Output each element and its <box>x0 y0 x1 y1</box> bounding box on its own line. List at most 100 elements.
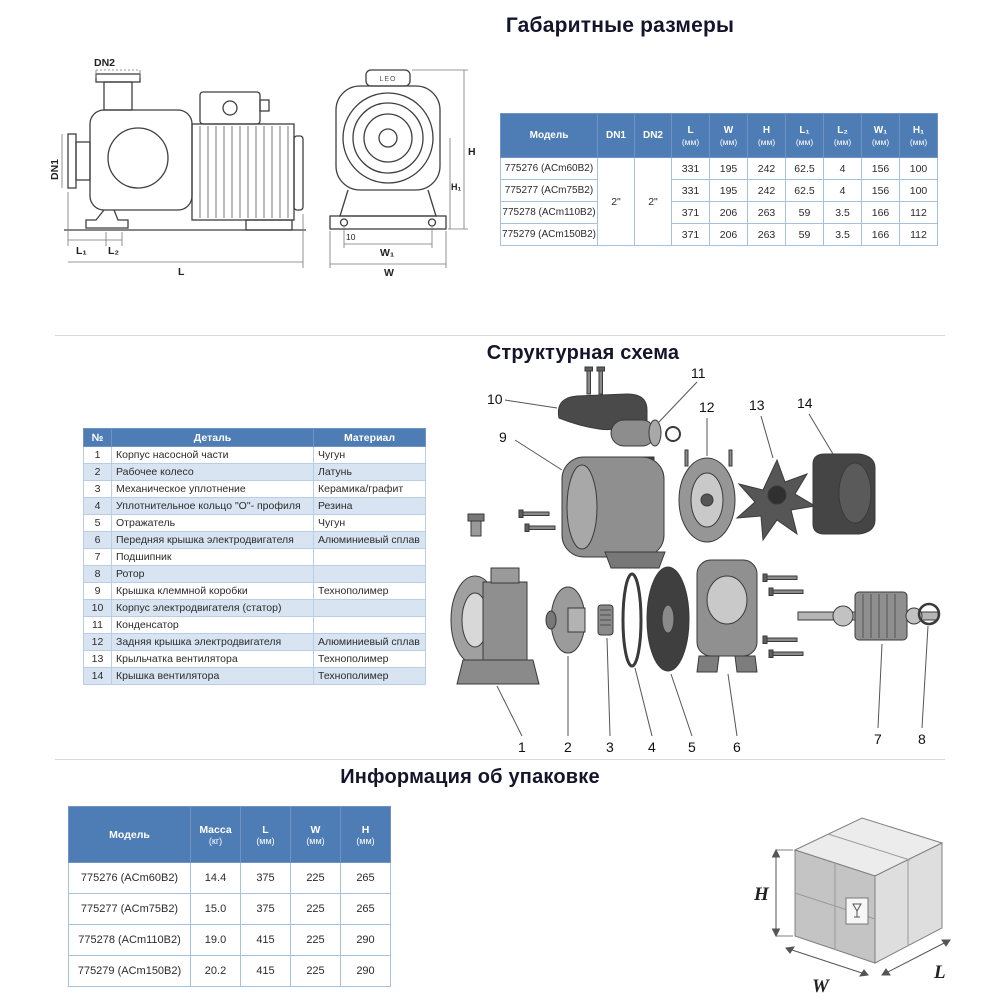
cell: 4 <box>823 179 862 202</box>
cell: 13 <box>83 650 112 668</box>
callout-8: 8 <box>918 731 926 747</box>
table-row: 775277 (ACm75B2) 15.0 375 225 265 <box>68 893 391 925</box>
cell: Рабочее колесо <box>111 463 314 481</box>
cell: 12 <box>83 633 112 651</box>
cell: Крыльчатка вентилятора <box>111 650 314 668</box>
table-row: 775279 (ACm150B2) 371 206 263 59 3.5 166… <box>500 223 938 246</box>
col-unit: (мм) <box>306 835 325 846</box>
dim-label-l1: L₁ <box>76 245 87 257</box>
cell: Технополимер <box>313 650 426 668</box>
cell: 331 <box>671 157 710 180</box>
cell: Алюминиевый сплав <box>313 633 426 651</box>
cell: 11 <box>83 616 112 634</box>
cell: 166 <box>861 201 900 224</box>
dimensions-table: Модель DN1 DN2 L(мм) W(мм) H(мм) L₁(мм) … <box>500 113 938 246</box>
cell <box>313 565 426 583</box>
cell: 263 <box>747 223 786 246</box>
cell: 3 <box>83 480 112 498</box>
dn2-value-cell: 2" <box>634 157 672 246</box>
callout-7: 7 <box>874 731 882 747</box>
table-row: 775278 (ACm110B2) 19.0 415 225 290 <box>68 924 391 956</box>
cell: 62.5 <box>785 157 824 180</box>
cell: 225 <box>290 924 341 956</box>
cell: 20.2 <box>190 955 241 987</box>
col-header-l: L(мм) <box>240 806 291 863</box>
cell: 59 <box>785 223 824 246</box>
dn1-value-cell: 2" <box>597 157 635 246</box>
cell: 15.0 <box>190 893 241 925</box>
cell: 415 <box>240 924 291 956</box>
table-row: 775276 (ACm60B2) 14.4 375 225 265 <box>68 862 391 894</box>
box-dim-w: W <box>812 976 830 997</box>
cell: 195 <box>709 179 748 202</box>
cell: 156 <box>861 157 900 180</box>
box-dim-l: L <box>933 962 946 983</box>
cell: 1 <box>83 446 112 464</box>
col-unit: (кг) <box>208 835 223 846</box>
cell: 112 <box>899 223 938 246</box>
table-header-row: № Деталь Материал <box>83 428 426 447</box>
callout-11: 11 <box>691 365 706 381</box>
callout-6: 6 <box>733 739 741 755</box>
cell: 225 <box>290 893 341 925</box>
cell: Ротор <box>111 565 314 583</box>
col-header-part: Деталь <box>111 428 314 447</box>
col-label: H <box>361 823 370 836</box>
cell: Отражатель <box>111 514 314 532</box>
col-unit: (мм) <box>795 136 814 147</box>
cell: 14 <box>83 667 112 685</box>
table-row: 775276 (ACm60B2) 2" 2" 331 195 242 62.5 … <box>500 157 938 246</box>
cell: Задняя крышка электродвигателя <box>111 633 314 651</box>
cell: 4 <box>823 157 862 180</box>
dim-label-w1: W₁ <box>380 247 394 259</box>
callout-12: 12 <box>699 399 715 415</box>
cell: 112 <box>899 201 938 224</box>
cell: 371 <box>671 223 710 246</box>
callout-10: 10 <box>487 391 503 407</box>
cell: 10 <box>83 599 112 617</box>
cell: 5 <box>83 514 112 532</box>
cell: Керамика/графит <box>313 480 426 498</box>
model-cell: 775276 (ACm60B2) <box>68 862 191 894</box>
col-unit: (мм) <box>909 136 928 147</box>
cell: 331 <box>671 179 710 202</box>
section-title-structure: Структурная схема <box>486 342 680 364</box>
col-unit: (мм) <box>256 835 275 846</box>
table-row: 775277 (ACm75B2) 331 195 242 62.5 4 156 … <box>500 179 938 202</box>
model-cell: 775277 (ACm75B2) <box>500 179 598 202</box>
col-label: W₁ <box>873 124 888 136</box>
cell: 62.5 <box>785 179 824 202</box>
col-header-l1: L₁(мм) <box>785 113 824 158</box>
col-header-num: № <box>83 428 112 447</box>
cell: 206 <box>709 201 748 224</box>
col-label: L <box>262 823 269 836</box>
cell: Подшипник <box>111 548 314 566</box>
col-label: H <box>762 124 771 136</box>
dim-label-l2: L₂ <box>108 245 119 257</box>
col-header-model: Модель <box>500 113 598 158</box>
cell: 59 <box>785 201 824 224</box>
cell: 166 <box>861 223 900 246</box>
col-unit: (мм) <box>757 136 776 147</box>
cell: 371 <box>671 201 710 224</box>
col-label: L₂ <box>837 124 848 136</box>
callout-1: 1 <box>518 739 526 755</box>
table-header-row: Модель DN1 DN2 L(мм) W(мм) H(мм) L₁(мм) … <box>500 113 938 158</box>
callout-4: 4 <box>648 739 656 755</box>
cell: Уплотнительное кольцо "О"- профиля <box>111 497 314 515</box>
cell: 14.4 <box>190 862 241 894</box>
col-header-w: W(мм) <box>709 113 748 158</box>
cell: 290 <box>340 955 391 987</box>
cell: 242 <box>747 157 786 180</box>
cell: 375 <box>240 893 291 925</box>
dim-label-offset-10: 10 <box>346 232 356 242</box>
col-header-w1: W₁(мм) <box>861 113 900 158</box>
cell: 225 <box>290 955 341 987</box>
